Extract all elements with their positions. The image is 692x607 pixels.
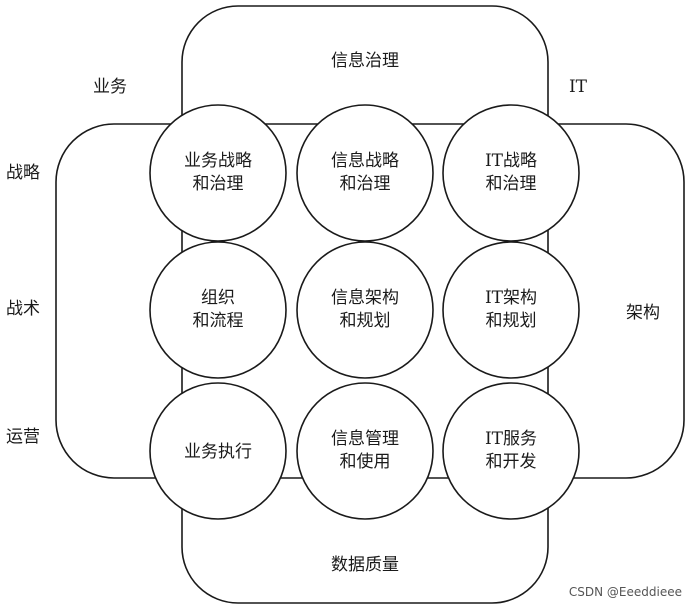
circle-org-process-line-1: 组织 bbox=[201, 288, 235, 308]
label-strategy: 战略 bbox=[6, 163, 40, 183]
circle-business-strategy-line-2: 和治理 bbox=[193, 174, 244, 194]
label-it: IT bbox=[569, 77, 588, 97]
circle-business-strategy-line-1: 业务战略 bbox=[184, 151, 252, 171]
circle-info-management-line-2: 和使用 bbox=[340, 451, 391, 472]
watermark-text: CSDN @Eeeddieee bbox=[569, 585, 682, 599]
label-architecture: 架构 bbox=[626, 303, 660, 323]
circle-info-strategy: 信息战略 和治理 bbox=[296, 104, 434, 242]
circle-business-execution-line-1: 业务执行 bbox=[184, 442, 252, 462]
label-operations: 运营 bbox=[6, 427, 40, 447]
circle-it-strategy-line-2: 和治理 bbox=[486, 174, 537, 194]
circle-org-process: 组织 和流程 bbox=[149, 241, 287, 379]
circle-info-strategy-line-1: 信息战略 bbox=[331, 151, 399, 171]
circle-info-management: 信息管理 和使用 bbox=[296, 382, 434, 520]
circle-it-services-line-2: 和开发 bbox=[486, 452, 537, 472]
circle-it-architecture-line-1: IT架构 bbox=[485, 288, 537, 308]
circle-it-architecture-line-2: 和规划 bbox=[486, 311, 537, 331]
circle-it-strategy: IT战略 和治理 bbox=[442, 104, 580, 242]
circle-org-process-line-2: 和流程 bbox=[193, 311, 244, 331]
label-business: 业务 bbox=[93, 77, 127, 97]
circle-it-services: IT服务 和开发 bbox=[442, 382, 580, 520]
circle-it-services-line-1: IT服务 bbox=[485, 429, 537, 449]
circle-it-architecture: IT架构 和规划 bbox=[442, 241, 580, 379]
circle-it-strategy-line-1: IT战略 bbox=[485, 151, 537, 171]
label-data-quality: 数据质量 bbox=[331, 555, 399, 575]
circle-grid: 业务战略 和治理 信息战略 和治理 IT战略 和治理 组织 和流程 信息架构 和… bbox=[149, 104, 580, 520]
circle-business-strategy: 业务战略 和治理 bbox=[149, 104, 287, 242]
circle-info-architecture-line-2: 和规划 bbox=[340, 311, 391, 331]
label-tactics: 战术 bbox=[6, 299, 40, 319]
circle-business-execution: 业务执行 bbox=[149, 382, 287, 520]
label-info-governance: 信息治理 bbox=[331, 51, 399, 71]
circle-info-strategy-line-2: 和治理 bbox=[340, 174, 391, 194]
circle-info-architecture: 信息架构 和规划 bbox=[296, 241, 434, 379]
circle-info-management-line-1: 信息管理 bbox=[331, 429, 399, 449]
circle-info-architecture-line-1: 信息架构 bbox=[331, 288, 399, 308]
